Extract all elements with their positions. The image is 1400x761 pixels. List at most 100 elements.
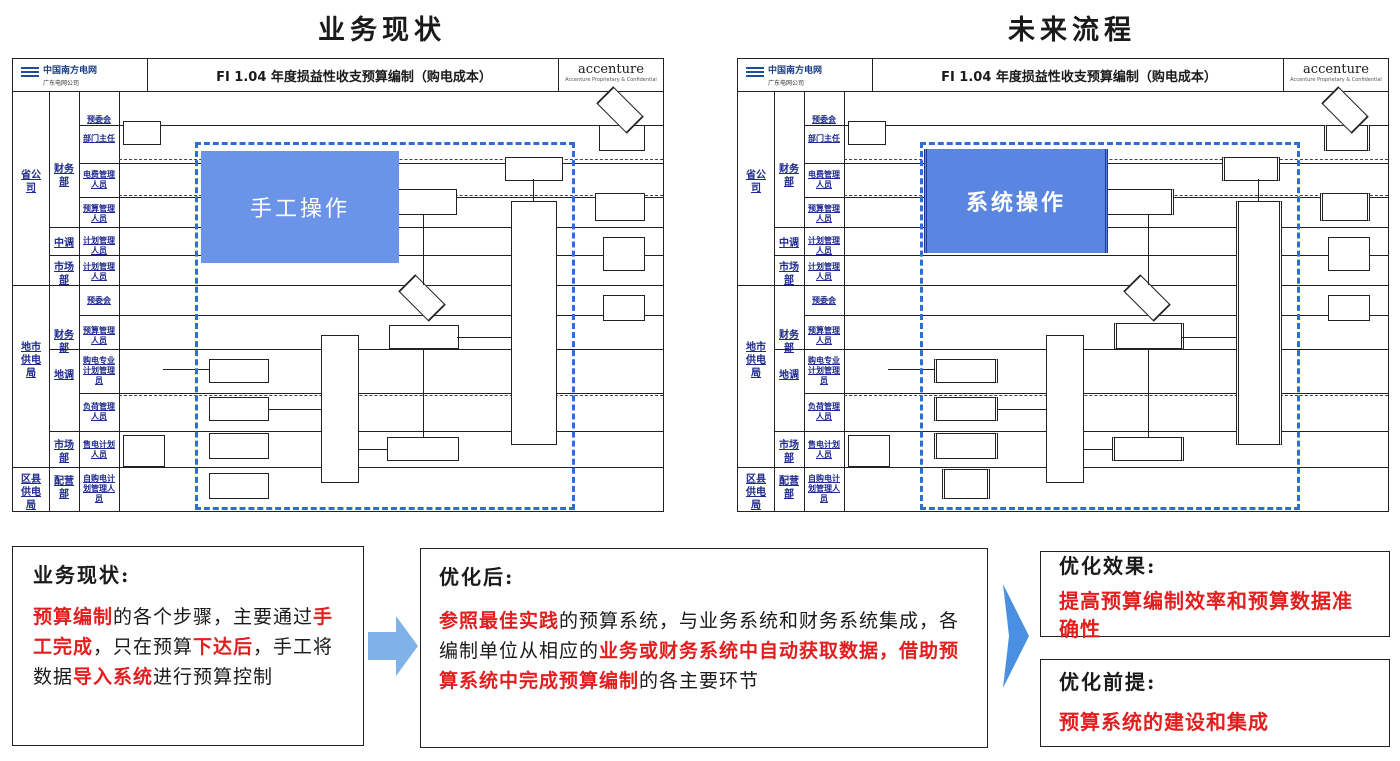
optimization-premise-head: 优化前提: xyxy=(1059,670,1157,694)
system-region xyxy=(920,142,1300,510)
panel-header: 中国南方电网 广东电网公司 FI 1.04 年度损益性收支预算编制（购电成本） … xyxy=(13,59,663,92)
optimization-effect-head: 优化效果: xyxy=(1059,554,1157,578)
role-label: 计划管理人员 xyxy=(808,261,840,281)
role-label: 负荷管理人员 xyxy=(83,401,115,421)
role-label: 自购电计划管理人员 xyxy=(808,473,840,503)
dept-label: 地调 xyxy=(779,370,799,381)
process-node xyxy=(209,397,269,421)
dept-column xyxy=(774,91,805,511)
process-node xyxy=(209,359,269,383)
role-label: 售电计划人员 xyxy=(83,439,115,459)
dept-label: 市场部 xyxy=(779,440,799,464)
brand-text: accenture xyxy=(578,62,644,77)
dept-label: 配营部 xyxy=(779,476,799,500)
org-column xyxy=(13,91,50,511)
optimization-premise-body: 预算系统的建设和集成 xyxy=(1059,710,1269,734)
current-section-title: 业务现状 xyxy=(318,15,446,46)
dept-label: 财务部 xyxy=(779,330,799,354)
role-label: 部门主任 xyxy=(808,133,840,143)
decision-node xyxy=(1316,95,1374,125)
dept-column xyxy=(49,91,80,511)
org-label: 区县供电局 xyxy=(21,474,41,511)
current-status-box: 业务现状: 预算编制的各个步骤，主要通过手工完成，只在预算下达后，手工将数据导入… xyxy=(12,546,364,746)
body-text: 的预算系统，与业务系统和财务系统集成，各编制单位从相应的 xyxy=(439,610,960,662)
optimization-effect-body: 提高预算编制效率和预算数据准确性 xyxy=(1059,589,1353,641)
process-node xyxy=(848,435,890,467)
brand-subtitle: Accenture Proprietary & Confidential xyxy=(565,77,657,83)
dept-label: 配营部 xyxy=(54,476,74,500)
process-node xyxy=(942,469,990,499)
optimization-premise-box: 优化前提: 预算系统的建设和集成 xyxy=(1040,659,1390,747)
role-label: 计划管理人员 xyxy=(808,235,840,255)
logo-subtitle: 广东电网公司 xyxy=(43,80,80,87)
org-label: 地市供电局 xyxy=(746,342,766,379)
brand-subtitle: Accenture Proprietary & Confidential xyxy=(1290,77,1382,83)
current-flowchart: 中国南方电网 广东电网公司 FI 1.04 年度损益性收支预算编制（购电成本） … xyxy=(12,58,664,512)
brand-text: accenture xyxy=(1303,62,1369,77)
role-label: 售电计划人员 xyxy=(808,439,840,459)
role-label: 计划管理人员 xyxy=(83,235,115,255)
logo-text: 中国南方电网 xyxy=(43,66,98,76)
process-node xyxy=(123,121,161,145)
process-node xyxy=(603,295,645,321)
role-label: 预委会 xyxy=(87,114,111,124)
process-node xyxy=(387,437,459,461)
process-node xyxy=(934,433,998,459)
process-node xyxy=(848,121,886,145)
grid-logo-icon xyxy=(21,67,39,78)
dept-label: 财务部 xyxy=(54,164,74,188)
process-node xyxy=(1114,323,1184,349)
system-operation-block: 系统操作 xyxy=(924,149,1108,253)
process-node xyxy=(1236,201,1282,445)
highlight-text: 导入系统 xyxy=(73,666,154,688)
optimization-effect-box: 优化效果: 提高预算编制效率和预算数据准确性 xyxy=(1040,551,1390,641)
panel-title: FI 1.04 年度损益性收支预算编制（购电成本） xyxy=(216,70,492,85)
current-status-head: 业务现状: xyxy=(33,563,131,587)
highlight-text: 下达后 xyxy=(193,636,254,658)
manual-operation-block: 手工操作 xyxy=(201,151,399,263)
role-label: 部门主任 xyxy=(83,133,115,143)
grid-logo-icon xyxy=(746,67,764,78)
highlight-text: 参照最佳实践 xyxy=(439,610,560,632)
logo: 中国南方电网 广东电网公司 xyxy=(738,59,873,91)
decision-node xyxy=(591,95,649,125)
role-label: 负荷管理人员 xyxy=(808,401,840,421)
role-label: 预委会 xyxy=(812,295,836,305)
panel-title: FI 1.04 年度损益性收支预算编制（购电成本） xyxy=(941,70,1217,85)
process-node xyxy=(505,157,563,181)
role-label: 购电专业计划管理员 xyxy=(83,355,115,385)
right-arrow-icon xyxy=(368,616,418,676)
body-text: 的各个步骤，主要通过 xyxy=(113,606,314,628)
panel-header: 中国南方电网 广东电网公司 FI 1.04 年度损益性收支预算编制（购电成本） … xyxy=(738,59,1388,92)
role-label: 预算管理人员 xyxy=(808,203,840,223)
role-column xyxy=(79,91,120,511)
future-section-title: 未来流程 xyxy=(1008,15,1136,46)
body-text: ，只在预算 xyxy=(93,636,194,658)
org-label: 省公司 xyxy=(746,170,766,194)
body-text: 进行预算控制 xyxy=(153,666,274,688)
dept-label: 中调 xyxy=(54,238,74,249)
after-optimization-box: 优化后: 参照最佳实践的预算系统，与业务系统和财务系统集成，各编制单位从相应的业… xyxy=(420,548,988,748)
role-label: 预委会 xyxy=(812,114,836,124)
logo-text: 中国南方电网 xyxy=(768,66,823,76)
logo: 中国南方电网 广东电网公司 xyxy=(13,59,148,91)
accenture-logo: accenture Accenture Proprietary & Confid… xyxy=(1283,59,1388,91)
process-node xyxy=(209,473,269,499)
process-node xyxy=(1046,335,1084,483)
process-node xyxy=(1112,437,1184,461)
dept-label: 市场部 xyxy=(779,262,799,286)
after-optimization-body: 参照最佳实践的预算系统，与业务系统和财务系统集成，各编制单位从相应的业务或财务系… xyxy=(439,606,969,696)
dept-label: 财务部 xyxy=(54,330,74,354)
role-label: 计划管理人员 xyxy=(83,261,115,281)
role-label: 自购电计划管理人员 xyxy=(83,473,115,503)
process-node xyxy=(511,201,557,445)
process-node xyxy=(1328,295,1370,321)
role-label: 电费管理人员 xyxy=(808,169,840,189)
role-label: 预委会 xyxy=(87,295,111,305)
process-node xyxy=(1320,193,1370,221)
dept-label: 市场部 xyxy=(54,440,74,464)
dept-label: 财务部 xyxy=(779,164,799,188)
dept-label: 市场部 xyxy=(54,262,74,286)
after-optimization-head: 优化后: xyxy=(439,565,515,589)
body-text: 的各主要环节 xyxy=(639,670,760,692)
